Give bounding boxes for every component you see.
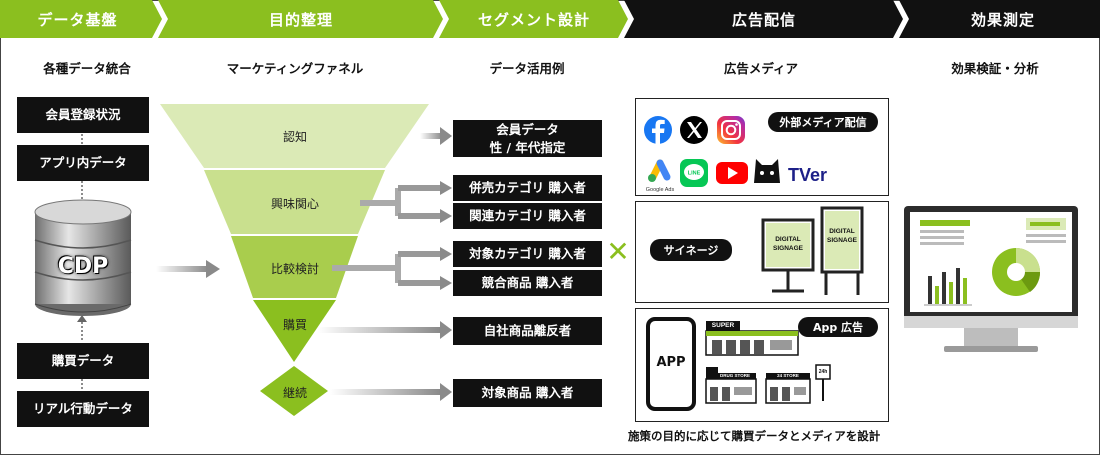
store-24-text: 24 STORE bbox=[777, 373, 799, 378]
data-source-member-registration: 会員登録状況 bbox=[17, 97, 149, 133]
dotted-arrow-head bbox=[77, 315, 87, 322]
stage-label: 効果測定 bbox=[970, 10, 1035, 29]
funnel-diamond bbox=[260, 366, 328, 416]
supermarket-icon bbox=[705, 321, 799, 356]
funnel-label-purchase: 購買 bbox=[282, 318, 307, 332]
smartphone-icon bbox=[646, 317, 696, 411]
funnel-label-consideration: 比較検討 bbox=[270, 262, 319, 276]
funnel-segment bbox=[253, 300, 336, 362]
stage-arrow-3 bbox=[439, 0, 628, 38]
funnel-label-retention: 継続 bbox=[282, 386, 307, 400]
panel-signage: サイネージ DIGITAL SIGNAGE DIGITAL SIGNAGE bbox=[635, 201, 889, 303]
digital-signage-icon bbox=[761, 206, 864, 295]
cdp-database-icon bbox=[34, 199, 132, 316]
funnel-label-interest: 興味関心 bbox=[270, 197, 319, 211]
abema-text: ABEMA bbox=[759, 182, 775, 187]
app-ads-label: App 広告 bbox=[798, 317, 878, 337]
cdp-label: CDP bbox=[57, 254, 109, 279]
header-data-usage: データ活用例 bbox=[489, 61, 565, 76]
segment-competitor: 競合商品 購入者 bbox=[453, 270, 602, 296]
data-source-app-data: アプリ内データ bbox=[17, 145, 149, 181]
store-24h-text: 24h bbox=[818, 369, 828, 375]
segment-member-data: 会員データ 性 / 年代指定 bbox=[453, 120, 602, 157]
store-drug-text: DRUG STORE bbox=[720, 373, 750, 378]
segment-line: 会員データ bbox=[496, 122, 559, 137]
tver-icon: TVer bbox=[788, 165, 827, 185]
caption: 施策の目的に応じて購買データとメディアを設計 bbox=[628, 429, 881, 443]
convenience-store-icon bbox=[765, 364, 831, 404]
segment-target-category: 対象カテゴリ 購入者 bbox=[453, 241, 602, 267]
stage-purpose: 目的整理 bbox=[165, 0, 437, 38]
funnel-segment bbox=[231, 236, 358, 298]
social-icons: Google Ads LINE ABEMA TVer bbox=[644, 116, 827, 193]
panel-app-ads: App 広告 bbox=[635, 308, 889, 422]
stage-label: データ基盤 bbox=[37, 10, 118, 29]
header-ad-media: 広告メディア bbox=[723, 61, 799, 76]
stage-segment: セグメント設計 bbox=[446, 0, 622, 38]
funnel-arrows bbox=[318, 127, 452, 401]
external-media-label: 外部メディア配信 bbox=[768, 112, 878, 132]
youtube-icon bbox=[716, 162, 748, 184]
segment-related-category: 関連カテゴリ 購入者 bbox=[453, 203, 602, 229]
header-effect-analysis: 効果検証・分析 bbox=[951, 61, 1039, 76]
stage-measurement: 効果測定 bbox=[906, 0, 1100, 38]
data-source-real-behavior: リアル行動データ bbox=[17, 391, 149, 427]
x-icon bbox=[680, 116, 708, 144]
panel-external-media: 外部メディア配信 bbox=[635, 98, 889, 196]
stage-label: 広告配信 bbox=[731, 10, 796, 29]
stage-arrow-5 bbox=[899, 0, 1100, 38]
line-icon: LINE bbox=[680, 159, 708, 187]
facebook-icon bbox=[644, 116, 672, 144]
cdp-to-funnel-arrow bbox=[156, 266, 208, 272]
stage-data-foundation: データ基盤 bbox=[0, 0, 155, 38]
stage-bar bbox=[0, 0, 1100, 38]
data-source-purchase: 購買データ bbox=[17, 343, 149, 379]
google-ads-icon bbox=[648, 159, 671, 182]
drugstore-icon bbox=[705, 367, 757, 404]
stage-arrow-2 bbox=[158, 0, 443, 38]
google-ads-caption: Google Ads bbox=[646, 187, 675, 193]
segment-target-product: 対象商品 購入者 bbox=[453, 379, 602, 407]
segment-lapsed: 自社商品離反者 bbox=[453, 317, 602, 345]
segment-cross-category: 併売カテゴリ 購入者 bbox=[453, 175, 602, 201]
signage-text-landscape: DIGITAL SIGNAGE bbox=[773, 236, 803, 252]
store-super-text: SUPER bbox=[711, 322, 735, 329]
funnel-segment bbox=[204, 170, 385, 234]
stage-ad-delivery: 広告配信 bbox=[631, 0, 897, 38]
stage-arrow-1 bbox=[0, 0, 162, 38]
cross-mark: ✕ bbox=[606, 235, 630, 268]
funnel-segment bbox=[160, 104, 429, 168]
stage-label: 目的整理 bbox=[268, 10, 333, 29]
funnel-label-awareness: 認知 bbox=[282, 130, 307, 144]
abema-icon: ABEMA bbox=[754, 159, 780, 187]
header-marketing-funnel: マーケティングファネル bbox=[226, 61, 364, 76]
app-text: APP bbox=[656, 355, 686, 370]
stage-label: セグメント設計 bbox=[477, 10, 590, 29]
header-data-integration: 各種データ統合 bbox=[43, 61, 131, 76]
instagram-icon bbox=[717, 116, 745, 144]
signage-text-portrait: DIGITAL SIGNAGE bbox=[827, 228, 857, 244]
arrow-head bbox=[206, 260, 220, 278]
app-store-illustration bbox=[646, 317, 831, 411]
stage-arrow-4 bbox=[624, 0, 903, 38]
signage-label: サイネージ bbox=[650, 239, 732, 261]
line-text: LINE bbox=[688, 171, 701, 177]
marketing-funnel bbox=[160, 104, 429, 416]
segment-line: 性 / 年代指定 bbox=[489, 139, 566, 155]
